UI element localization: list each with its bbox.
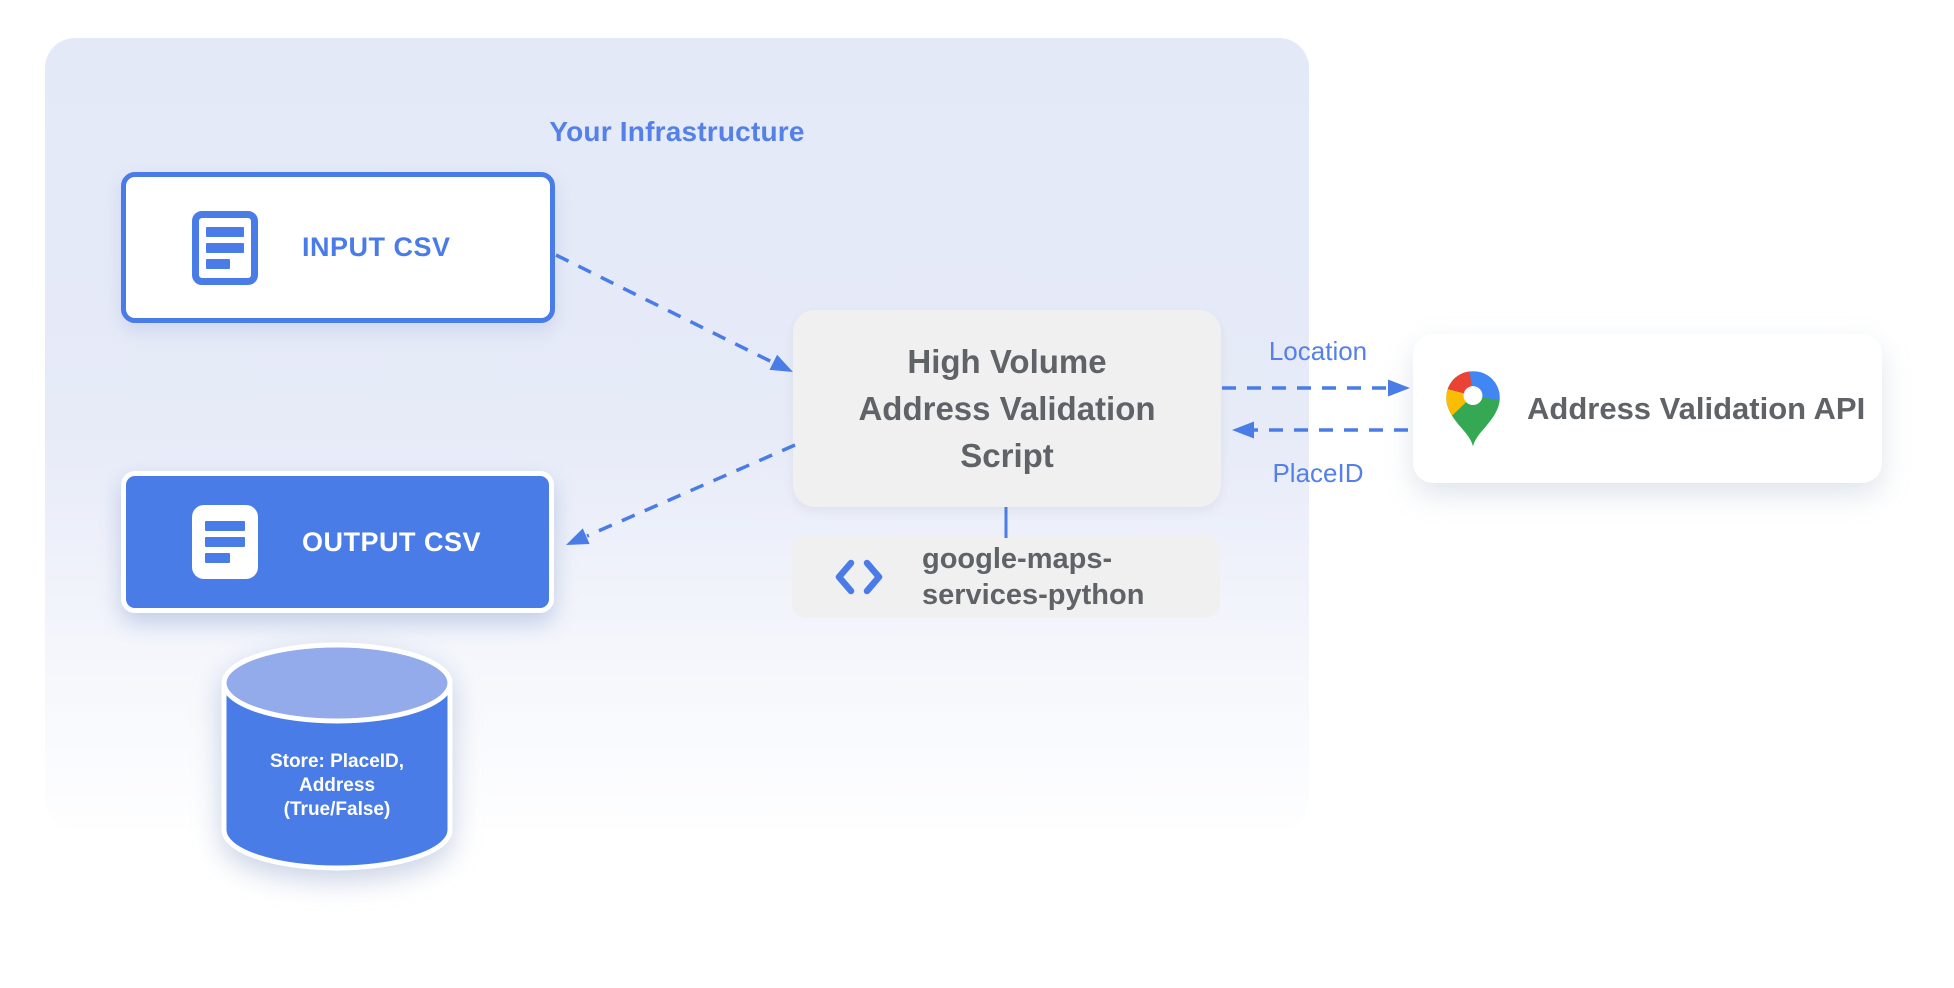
api-node: Address Validation API — [1413, 334, 1882, 483]
edge-label-placeid: PlaceID — [1272, 458, 1364, 488]
document-line — [205, 553, 230, 563]
script-label: High Volume Address Validation Script — [858, 343, 1156, 474]
output-csv-node: OUTPUT CSV — [121, 471, 554, 613]
edge-label-location: Location — [1268, 336, 1368, 366]
document-icon — [192, 210, 258, 285]
script-node: High Volume Address Validation Script — [793, 310, 1221, 507]
datastore-cylinder: Store: PlaceID, Address (True/False) — [219, 640, 455, 873]
document-line — [206, 242, 244, 253]
document-line — [206, 258, 230, 269]
input-csv-label: INPUT CSV — [302, 232, 451, 262]
document-line — [206, 226, 244, 237]
api-label: Address Validation API — [1527, 390, 1866, 426]
library-label: google-maps- services-python — [922, 543, 1145, 611]
document-line — [205, 521, 245, 531]
datastore-label: Store: PlaceID, Address (True/False) — [269, 751, 405, 820]
panel-title: Your Infrastructure — [549, 116, 805, 147]
arrowhead-script-to-api — [1388, 379, 1410, 397]
library-node: google-maps- services-python — [792, 536, 1220, 618]
document-line — [205, 537, 245, 547]
google-maps-pin-icon — [1446, 370, 1500, 447]
output-csv-label: OUTPUT CSV — [302, 526, 482, 557]
database-cylinder-shape — [221, 642, 453, 871]
code-brackets-icon — [835, 559, 883, 595]
input-csv-node: INPUT CSV — [121, 172, 555, 323]
document-filled-icon — [192, 505, 258, 579]
